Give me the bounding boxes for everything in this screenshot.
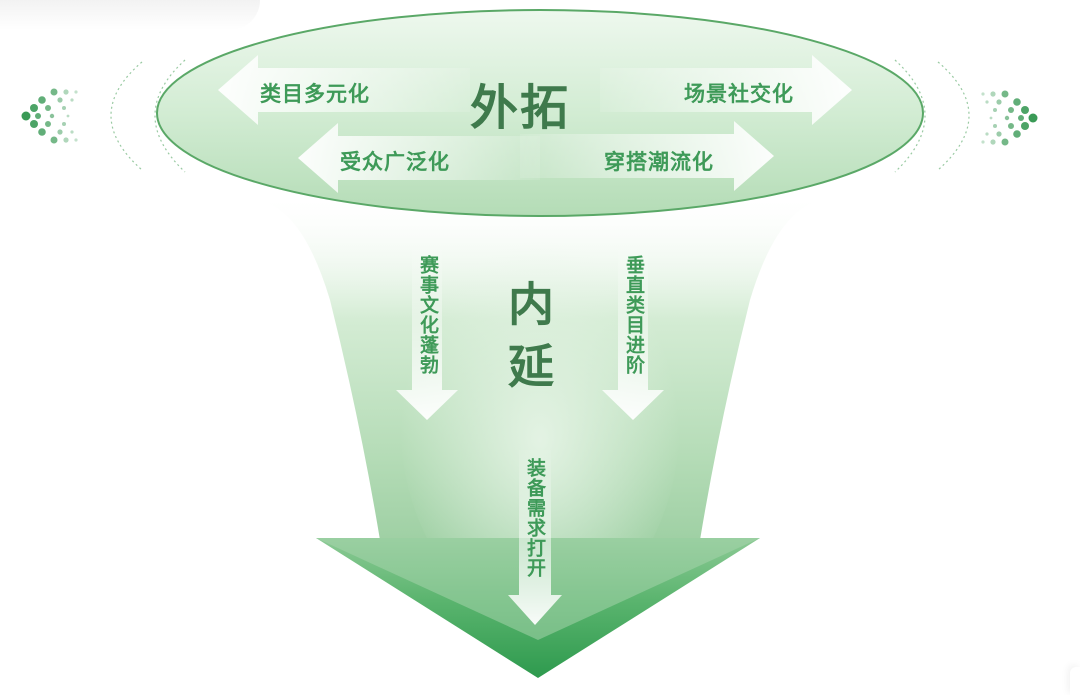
- arrow-left-1: [218, 55, 470, 125]
- arrow-down-right: [602, 250, 664, 420]
- arrow-left-2: [298, 123, 540, 193]
- label-event-culture: 赛事文化蓬勃: [417, 255, 439, 375]
- label-equipment-demand: 装备需求打开: [524, 458, 546, 578]
- right-dot-arrow-icon: [981, 90, 1038, 146]
- label-scene-socialization: 场景社交化: [684, 82, 794, 106]
- arrow-down-left: [396, 250, 458, 420]
- arrow-down-center: [508, 450, 562, 625]
- label-audience-broadening: 受众广泛化: [340, 150, 450, 174]
- arrow-right-1: [600, 55, 852, 125]
- left-signal-arcs: [110, 59, 186, 173]
- right-signal-arcs: [894, 59, 970, 173]
- label-outfit-trend: 穿搭潮流化: [604, 150, 714, 174]
- top-left-shade: [0, 0, 260, 30]
- inner-extension-title: 内延: [501, 280, 555, 404]
- outer-expansion-title: 外拓: [470, 80, 571, 136]
- label-vertical-category: 垂直类目进阶: [623, 255, 645, 375]
- corner-fold: [1070, 667, 1080, 695]
- label-category-diversification: 类目多元化: [260, 82, 370, 106]
- arrow-right-2: [520, 121, 774, 191]
- left-dot-arrow-icon: [21, 88, 78, 144]
